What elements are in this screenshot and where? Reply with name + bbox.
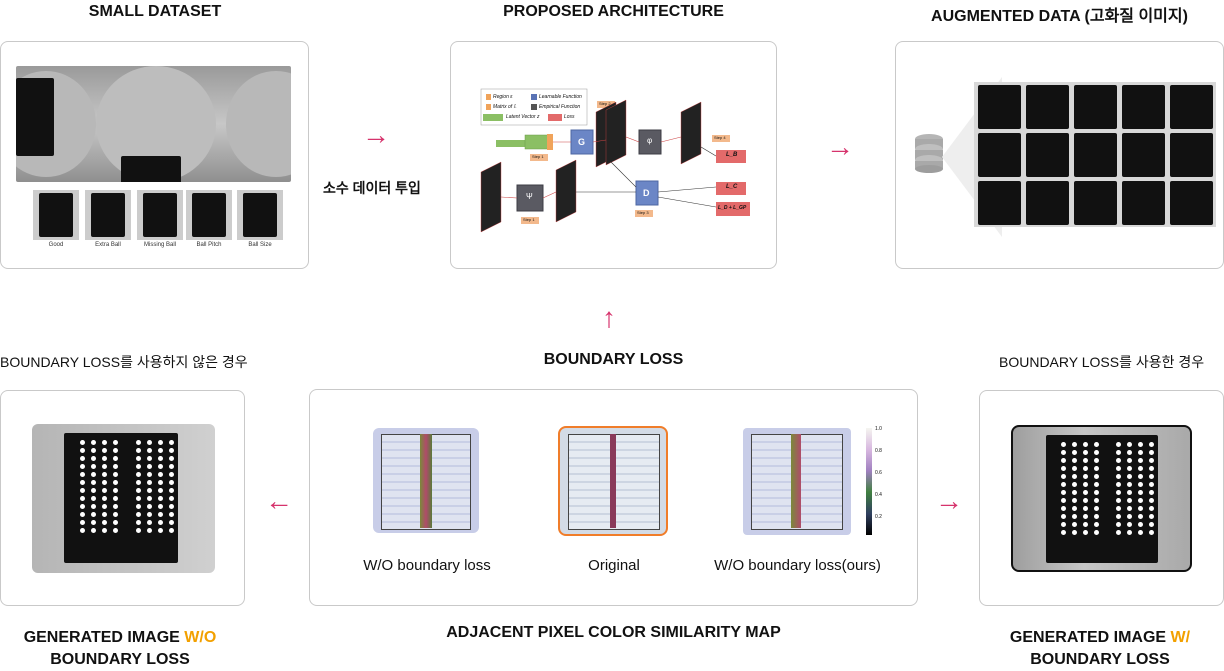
generated-without-image (32, 424, 215, 573)
step-3-tag: Step 3 (637, 210, 649, 215)
colorbar-tick: 1.0 (875, 426, 882, 432)
architecture-panel: Region ε Learnable Function Matrix of ℰ … (450, 41, 777, 269)
node-d: D (643, 188, 650, 198)
arrow-right-icon: → (935, 485, 963, 516)
generated-without-panel (0, 390, 245, 606)
augmented-image-grid (974, 82, 1216, 227)
legend-latent: Latent Vector z (506, 114, 540, 120)
step-4-tag: Step 4 (714, 135, 726, 140)
arrow-up-icon: ↑ (602, 302, 616, 333)
loss-c: L_C (726, 184, 738, 190)
similarity-map-title: ADJACENT PIXEL COLOR SIMILARITY MAP (446, 624, 781, 641)
arrow-right-icon: → (826, 131, 854, 162)
arrow-right-icon: → (362, 119, 390, 150)
similarity-map-original (558, 426, 668, 536)
generated-with-prefix: GENERATED IMAGE (1009, 629, 1171, 646)
legend-matrix: Matrix of ℰ (493, 104, 517, 110)
colorbar (866, 428, 872, 535)
similarity-map-ours (743, 428, 851, 535)
colorbar-tick: 0.8 (875, 448, 882, 454)
dataset-thumbnails: Good Extra Ball Missing Ball Ball Pitch … (31, 190, 291, 250)
proposed-architecture-title: PROPOSED ARCHITECTURE (503, 3, 724, 20)
architecture-diagram (480, 88, 750, 233)
small-dataset-panel: Good Extra Ball Missing Ball Ball Pitch … (0, 41, 309, 269)
generated-without-prefix: GENERATED IMAGE (23, 629, 185, 646)
database-icon (915, 134, 943, 173)
thumb-label-good: Good (48, 242, 64, 248)
step-1-tag-a: Step 1 (532, 154, 544, 159)
thumb-missing-ball (137, 190, 183, 240)
legend-empirical: Empirical Function (539, 104, 581, 110)
generated-with-line2: BOUNDARY LOSS (1030, 651, 1170, 668)
dataset-main-image (16, 66, 291, 182)
thumb-label-extra-ball: Extra Ball (95, 242, 121, 248)
step-1-tag-b: Step 1 (523, 217, 535, 222)
loss-d-gp: L_D + L_GP (718, 205, 747, 211)
similarity-map-panel: 1.0 0.8 0.6 0.4 0.2 W/O boundary loss Or… (309, 389, 918, 606)
caption-original: Original (588, 557, 640, 574)
node-psi: Ψ (526, 192, 533, 201)
caption-ours: W/O boundary loss(ours) (714, 557, 881, 574)
generated-with-panel (979, 390, 1224, 606)
augmented-data-panel (895, 41, 1224, 269)
node-phi: φ (647, 136, 653, 145)
caption-without-boundary-loss: W/O boundary loss (363, 557, 491, 574)
generated-with-image (1011, 425, 1192, 572)
thumb-good (33, 190, 79, 240)
colorbar-tick: 0.2 (875, 514, 882, 520)
small-dataset-title: SMALL DATASET (88, 3, 222, 20)
colorbar-tick: 0.4 (875, 492, 882, 498)
boundary-loss-title: BOUNDARY LOSS (543, 351, 684, 368)
generated-with-highlight: W/ (1170, 629, 1191, 646)
thumb-label-missing-ball: Missing Ball (143, 242, 176, 248)
arrow-left-icon: ← (265, 485, 293, 516)
with-boundary-loss-title: BOUNDARY LOSS를 사용한 경우 (999, 354, 1205, 370)
input-label: 소수 데이터 투입 (323, 180, 421, 196)
thumb-label-ball-pitch: Ball Pitch (196, 242, 222, 248)
legend-loss: Loss (564, 114, 575, 120)
generated-without-line2: BOUNDARY LOSS (50, 651, 190, 668)
generated-with-title: GENERATED IMAGE W/ BOUNDARY LOSS (979, 627, 1221, 671)
thumb-extra-ball (85, 190, 131, 240)
legend-learnable: Learnable Function (539, 94, 582, 100)
thumb-ball-pitch (186, 190, 232, 240)
legend-region: Region ε (493, 94, 513, 100)
thumb-label-ball-size: Ball Size (248, 242, 272, 248)
generated-without-highlight: W/O (184, 629, 217, 646)
thumb-ball-size (237, 190, 283, 240)
augmented-data-title: AUGMENTED DATA (고화질 이미지) (931, 8, 1188, 25)
loss-b: L_B (726, 152, 738, 158)
step-2-tag: Step 2 (599, 101, 611, 106)
generated-without-title: GENERATED IMAGE W/O BOUNDARY LOSS (0, 627, 240, 671)
node-g: G (578, 137, 586, 147)
without-boundary-loss-title: BOUNDARY LOSS를 사용하지 않은 경우 (0, 354, 248, 370)
colorbar-tick: 0.6 (875, 470, 882, 476)
similarity-map-without (373, 428, 479, 533)
